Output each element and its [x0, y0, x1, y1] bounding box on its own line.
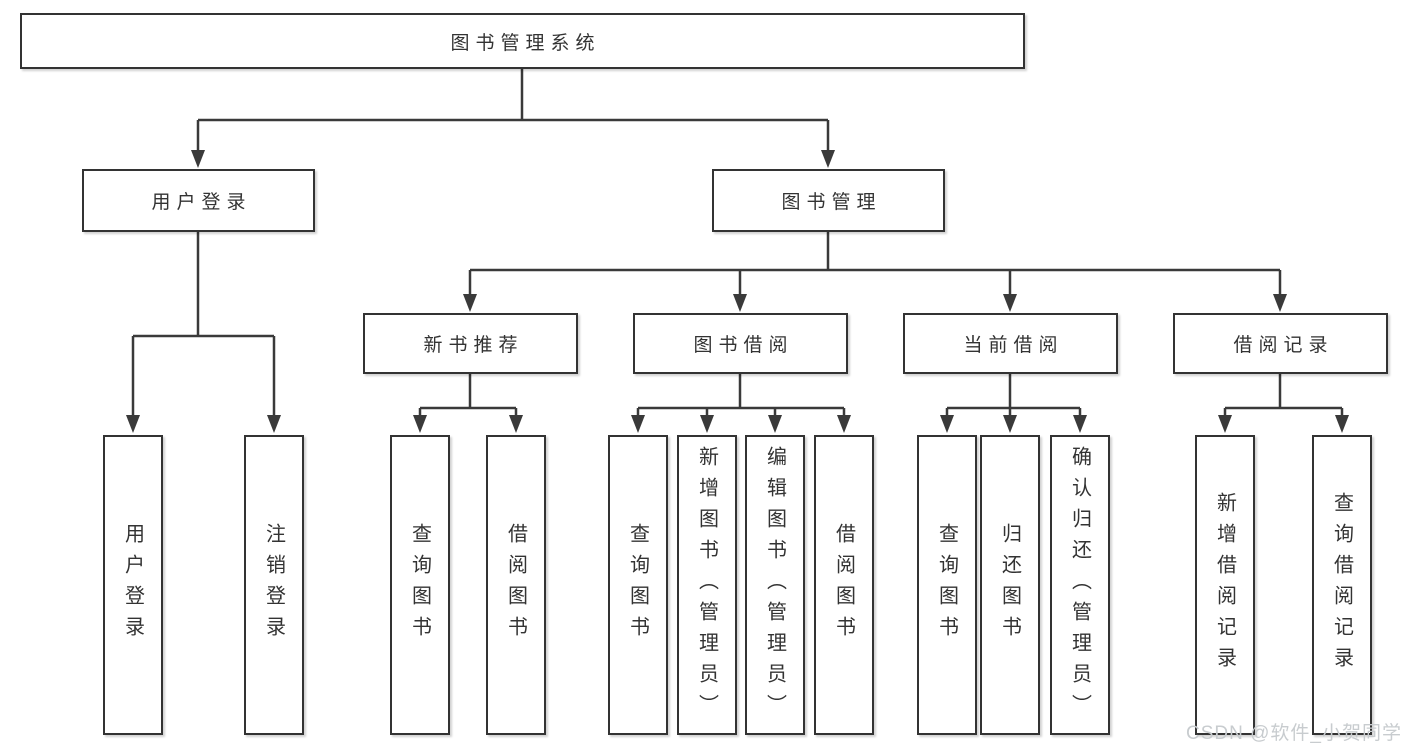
node-book-management: 图书管理: [712, 169, 945, 232]
node-root: 图书管理系统: [20, 13, 1025, 69]
node-new-book-recommend: 新书推荐: [363, 313, 578, 374]
leaf-query-books-1: 查询图书: [390, 435, 450, 735]
watermark: CSDN @软件_小贺同学: [1186, 723, 1402, 744]
leaf-query-books-3: 查询图书: [917, 435, 977, 735]
node-book-borrow: 图书借阅: [633, 313, 848, 374]
leaf-borrow-books-2: 借阅图书: [814, 435, 874, 735]
leaf-return-book: 归还图书: [980, 435, 1040, 735]
leaf-edit-book-admin: 编辑图书（管理员）: [745, 435, 805, 735]
arrowheads: [126, 150, 1349, 433]
leaf-borrow-books-1: 借阅图书: [486, 435, 546, 735]
leaf-user-login: 用户登录: [103, 435, 163, 735]
node-borrow-records: 借阅记录: [1173, 313, 1388, 374]
leaf-logout: 注销登录: [244, 435, 304, 735]
leaf-confirm-return-admin: 确认归还（管理员）: [1050, 435, 1110, 735]
leaf-add-borrow-record: 新增借阅记录: [1195, 435, 1255, 735]
leaf-query-books-2: 查询图书: [608, 435, 668, 735]
node-user-login: 用户登录: [82, 169, 315, 232]
node-current-borrow: 当前借阅: [903, 313, 1118, 374]
leaf-add-book-admin: 新增图书（管理员）: [677, 435, 737, 735]
leaf-query-borrow-record: 查询借阅记录: [1312, 435, 1372, 735]
